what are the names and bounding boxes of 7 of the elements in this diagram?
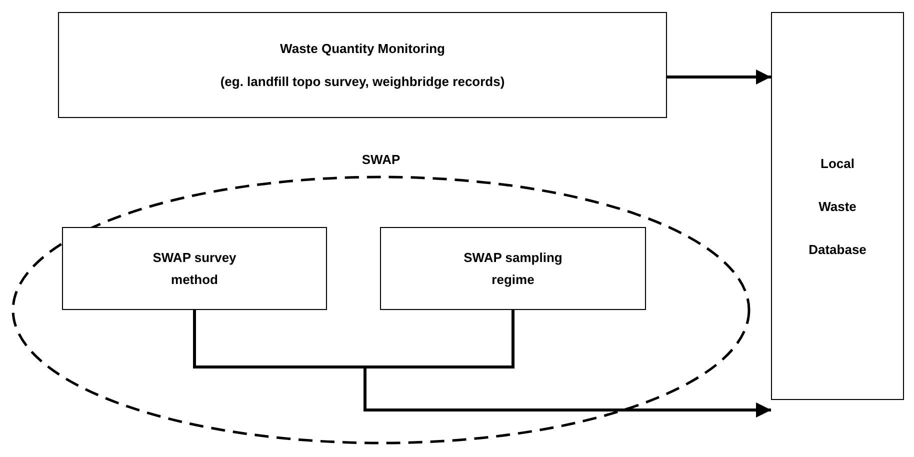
group-label: SWAP [360,152,402,167]
arrow [364,310,771,418]
process-box: SWAP sampling regime [380,227,646,310]
process-box: SWAP survey method [62,227,327,310]
process-box: Waste Quantity Monitoring (eg. landfill topo survey, weighbridge records) [58,12,667,118]
arrow [667,70,771,84]
database-box: Local Waste Database [771,12,904,400]
